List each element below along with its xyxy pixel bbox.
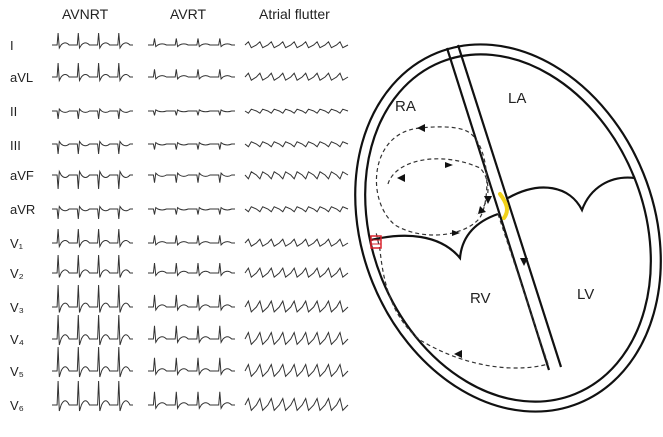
ablation-marker: [370, 235, 382, 249]
ecg-trace: [244, 171, 349, 180]
ecg-trace: [52, 314, 133, 346]
ecg-trace: [244, 363, 349, 378]
lead-label-v2: V₂: [10, 266, 24, 281]
chamber-label-ra: RA: [395, 98, 416, 115]
ecg-trace: [148, 38, 235, 48]
ecg-trace: [244, 206, 349, 213]
flutter-circuit-inner: [387, 158, 489, 215]
ecg-trace: [52, 205, 133, 220]
lead-label-v1: V₁: [10, 236, 24, 251]
lead-label-v6: V₆: [10, 398, 24, 413]
ecg-trace: [244, 40, 349, 49]
chamber-label-la: LA: [508, 90, 527, 107]
ecg-trace: [148, 357, 235, 376]
lead-label-v3: V₃: [10, 300, 24, 315]
ecg-trace: [148, 109, 235, 116]
mitral-valve: [507, 176, 636, 213]
ecg-trace: [52, 107, 133, 120]
lead-label-avr: aVR: [10, 202, 36, 217]
arrow-icon: [520, 258, 528, 266]
lead-label-ii: II: [10, 104, 18, 119]
lead-label-i: I: [10, 38, 14, 53]
ecg-trace: [244, 108, 349, 114]
arrow-icon: [452, 230, 460, 236]
arrow-icon: [417, 124, 425, 132]
ecg-trace: [148, 325, 235, 344]
accessory-pathway-marker: [498, 192, 509, 220]
arrow-icon: [484, 196, 492, 204]
arrow-icon: [478, 206, 486, 214]
ecg-trace: [148, 141, 235, 150]
tricuspid-valve: [370, 212, 499, 261]
arrow-icon: [445, 162, 453, 168]
lead-label-avf: aVF: [10, 168, 34, 183]
flutter-circuit-outer: [375, 126, 488, 236]
septum-right: [456, 44, 563, 368]
ecg-trace: [148, 172, 235, 183]
ecg-trace: [244, 397, 349, 412]
ecg-trace: [52, 284, 133, 313]
ecg-trace: [52, 62, 133, 83]
ecg-trace: [148, 206, 235, 215]
ecg-trace: [244, 299, 349, 313]
conduction-path: [375, 213, 549, 369]
chamber-label-rv: RV: [470, 290, 491, 307]
ecg-trace: [244, 266, 349, 278]
ecg-trace: [244, 72, 349, 81]
lead-label-avl: aVL: [10, 70, 34, 85]
ecg-trace: [52, 346, 133, 378]
ecg-trace: [148, 391, 235, 410]
ecg-trace: [52, 254, 133, 278]
ecg-trace: [52, 32, 133, 50]
chamber-label-lv: LV: [577, 286, 595, 303]
ecg-trace: [148, 235, 235, 246]
arrow-icon: [397, 174, 405, 182]
column-title-avnrt: AVNRT: [62, 6, 109, 22]
ecg-trace: [52, 228, 133, 249]
heart-outer-wall: [354, 43, 662, 413]
heart-inner-wall: [364, 53, 652, 403]
ecg-trace: [148, 294, 235, 312]
ecg-trace: [52, 380, 133, 412]
ecg-trace: [148, 263, 235, 277]
lead-label-iii: III: [10, 138, 21, 153]
ecg-trace: [244, 238, 349, 247]
column-title-avrt: AVRT: [170, 6, 207, 22]
ecg-trace: [52, 140, 133, 155]
column-title-atrial-flutter: Atrial flutter: [259, 6, 330, 22]
ecg-trace: [148, 69, 235, 80]
lead-label-v4: V₄: [10, 332, 24, 347]
ecg-trace: [52, 169, 133, 190]
ecg-trace: [244, 331, 349, 346]
arrow-icon: [454, 350, 462, 358]
ecg-trace: [244, 141, 349, 148]
lead-label-v5: V₅: [10, 364, 24, 379]
